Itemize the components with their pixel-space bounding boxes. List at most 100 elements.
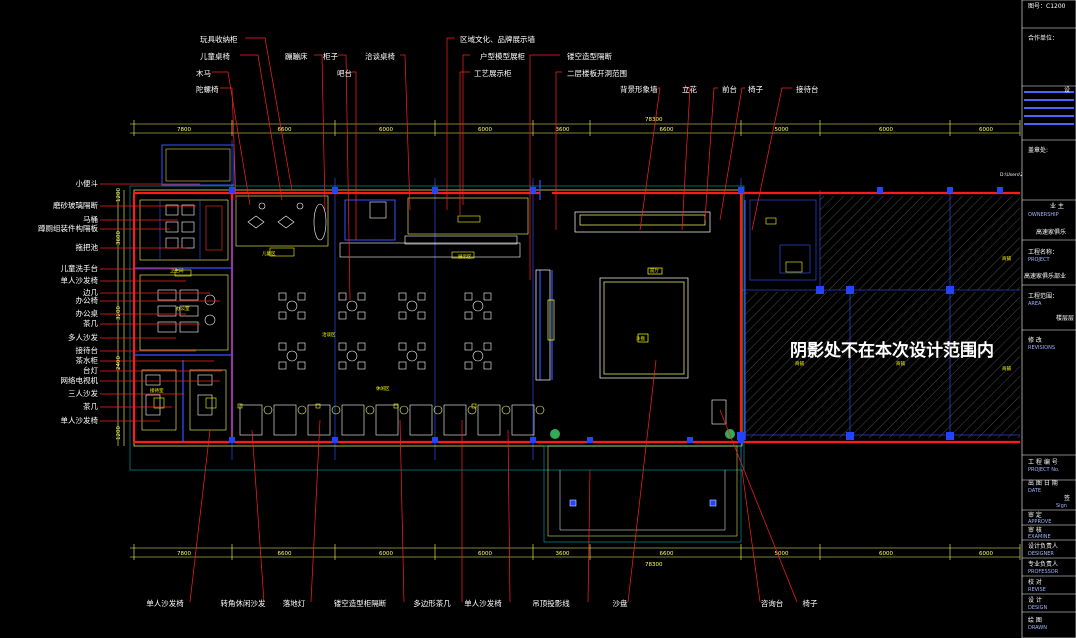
date-en: DATE (1028, 488, 1041, 494)
room-tag-lounge: 洽谈区 (322, 331, 336, 338)
label-bottom-3: 镂空造型柜隔断 (334, 598, 387, 608)
area-value: 楼层层 (1056, 314, 1074, 322)
table-set (464, 292, 492, 320)
children-zone (235, 195, 329, 257)
approve-label: 审 定 (1028, 511, 1042, 519)
structural-column (997, 187, 1003, 193)
dim-side-4: 2400 (116, 356, 122, 370)
hatch-columns (737, 286, 954, 440)
approve-en: APPROVE (1028, 519, 1051, 525)
label-left-14: 台灯 (83, 365, 98, 375)
room-tag-sandtable: 沙盘 (636, 335, 645, 342)
label-left-2: 马桶 (83, 214, 98, 224)
sofa-set (409, 404, 443, 436)
sofa-row (237, 403, 545, 436)
label-top-8: 区域文化、品牌展示墙 (460, 34, 535, 44)
seal-title: 设 (1064, 86, 1070, 94)
label-bottom-0: 单人沙发椅 (146, 598, 184, 608)
hatch-area-upper (820, 196, 1020, 290)
label-top-13: 背景形象墙 (620, 84, 658, 94)
dimension-total-top: 78300 (645, 117, 663, 123)
plants (550, 429, 735, 439)
label-left-8: 办公椅 (76, 295, 99, 305)
room-tag-shop-4: 商铺 (896, 360, 905, 367)
structural-column (432, 187, 438, 193)
label-left-16: 三人沙发 (68, 388, 98, 398)
dimension-line-left (117, 190, 125, 446)
annotation-labels: 玩具收纳柜儿童桌椅木马陀螺椅蹦蹦床柜子洽谈桌椅吧台区域文化、品牌展示墙户型模型展… (38, 34, 819, 608)
dimension-line-bottom (130, 544, 1021, 560)
revision-en: REVISIONS (1028, 345, 1055, 351)
label-top-9: 户型模型展柜 (480, 51, 525, 61)
sofa-set (341, 404, 375, 436)
dimension-total-bottom: 78300 (645, 562, 663, 568)
label-left-6: 单人沙发椅 (61, 275, 99, 285)
project-label: 工程名称： (1028, 248, 1058, 256)
label-left-10: 茶几 (83, 318, 98, 328)
dimension-segment: 5000 (775, 551, 789, 557)
drawer-en: DRAWN (1028, 625, 1047, 631)
label-bottom-5: 单人沙发椅 (464, 598, 502, 608)
label-top-14: 立花 (682, 84, 697, 94)
reception-rooms (141, 369, 227, 431)
label-top-16: 椅子 (748, 84, 763, 94)
label-left-12: 接待台 (76, 345, 99, 355)
dimension-segment: 6000 (379, 551, 393, 557)
label-left-4: 拖把池 (76, 242, 99, 252)
dimension-line-top (130, 120, 1021, 136)
structural-column (229, 437, 235, 443)
review-label: 审 核 (1028, 526, 1042, 534)
floor-lamp (315, 403, 321, 409)
structural-column (530, 437, 536, 443)
label-top-6: 洽谈桌椅 (365, 51, 395, 61)
revision-label: 修 改 (1028, 336, 1042, 344)
label-bottom-9: 椅子 (803, 598, 818, 608)
label-bottom-8: 咨询台 (761, 598, 784, 608)
title-block: 图号：C1200 合作单位： 设 盖章处: 业 主 OWNERSHIP 高速家俱… (1021, 0, 1076, 638)
designer-label: 设 计 (1028, 596, 1042, 604)
table-set (464, 342, 492, 370)
label-left-11: 多人沙发 (68, 332, 98, 342)
sofa-set (273, 404, 307, 436)
dim-side-5: 1200 (116, 426, 122, 440)
structural-column (947, 187, 953, 193)
label-top-17: 接待台 (796, 84, 819, 94)
design-lead-en: DESIGNER (1028, 551, 1054, 557)
dimension-segment: 6600 (660, 127, 674, 133)
office-area (139, 269, 229, 351)
room-tags: 儿童区 洽谈区 展示区 前厅 休闲区 沙盘 卫生间 办公室 接待室 (150, 250, 659, 394)
label-top-5: 柜子 (323, 51, 338, 61)
specialty-lead-en: PROFESSOR (1028, 569, 1059, 575)
label-top-7: 吧台 (337, 68, 352, 78)
check-en: REVISE (1028, 587, 1046, 593)
label-top-4: 蹦蹦床 (285, 51, 308, 61)
label-left-1: 磨砂玻璃隔断 (53, 200, 98, 210)
columns (229, 187, 1003, 443)
label-top-0: 玩具收纳柜 (200, 34, 238, 44)
dimension-segment: 6600 (278, 127, 292, 133)
lounge-tables (278, 292, 492, 370)
dimension-segment: 6000 (979, 127, 993, 133)
area-label: 工程范围： (1028, 292, 1058, 300)
dimension-segment: 7800 (177, 551, 191, 557)
bar-and-display (339, 197, 529, 259)
structural-column (332, 437, 338, 443)
table-set (338, 342, 366, 370)
structural-column (587, 437, 593, 443)
room-tag-toilet: 卫生间 (170, 267, 184, 274)
structural-column (530, 187, 536, 193)
sofa-set (239, 404, 273, 436)
label-bottom-4: 多边形茶几 (413, 598, 451, 608)
table-set (278, 342, 306, 370)
label-left-5: 儿童洗手台 (61, 263, 99, 273)
dimension-segment: 6000 (379, 127, 393, 133)
drawing-number: 图号：C1200 (1028, 3, 1066, 10)
label-top-10: 工艺展示柜 (474, 68, 512, 78)
designer-en: DESIGN (1028, 605, 1048, 611)
room-tag-office: 办公室 (176, 305, 190, 312)
label-top-1: 儿童桌椅 (200, 51, 230, 61)
annotation-leaders (100, 37, 798, 603)
floor-lamp (237, 403, 243, 409)
